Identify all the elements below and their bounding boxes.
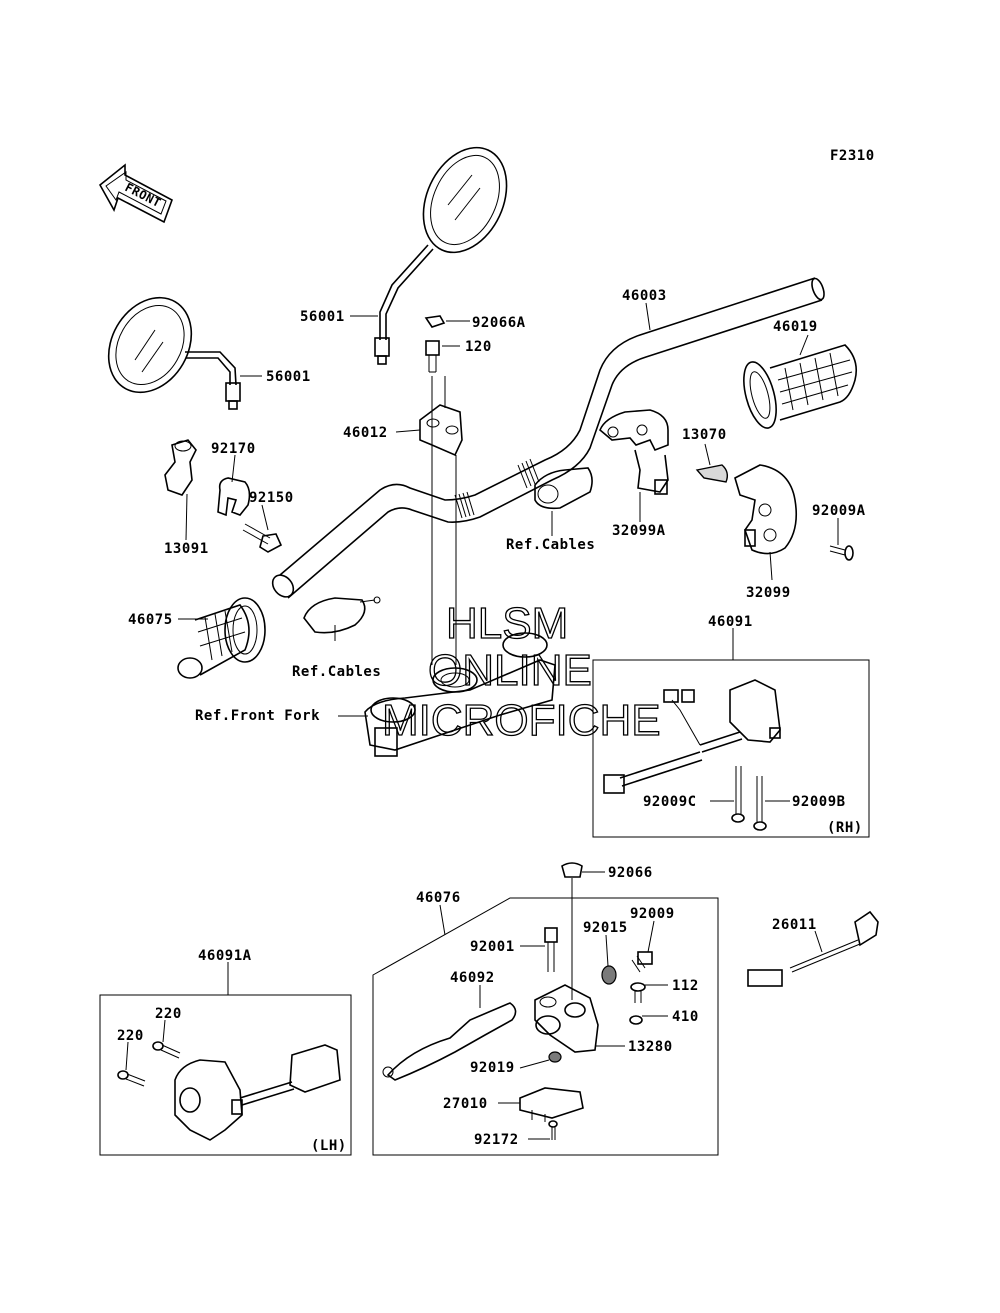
rh-switch-frame xyxy=(592,659,870,838)
callout-56001-upper: 56001 xyxy=(300,309,345,325)
bolt-92150 xyxy=(242,523,283,553)
callout-46091a: 46091A xyxy=(198,948,252,964)
switch-27010 xyxy=(519,1087,584,1122)
watermark: HLSM ONLINE MICROFICHE xyxy=(381,598,661,745)
assembly-guide-lines xyxy=(431,376,457,665)
callout-27010: 27010 xyxy=(443,1096,488,1112)
callout-220-upper: 220 xyxy=(155,1006,182,1022)
lever-assembly-frame xyxy=(372,897,719,1156)
callout-26011: 26011 xyxy=(772,917,817,933)
watermark-line1: HLSM xyxy=(446,599,568,648)
adjuster-92015 xyxy=(601,965,617,985)
callout-13070: 13070 xyxy=(682,427,727,443)
callout-46092: 46092 xyxy=(450,970,495,986)
mirror-right xyxy=(374,146,508,365)
figure-code: F2310 xyxy=(830,148,875,164)
callout-46075: 46075 xyxy=(128,612,173,628)
screw-92009b xyxy=(753,776,767,831)
callout-13091: 13091 xyxy=(164,541,209,557)
callout-92170: 92170 xyxy=(211,441,256,457)
callout-46012: 46012 xyxy=(343,425,388,441)
lever-bracket-13280 xyxy=(534,984,599,1053)
bolt-92001 xyxy=(544,927,558,972)
lh-switch-46091a xyxy=(174,1044,341,1141)
leader-lines xyxy=(125,302,839,1140)
callout-92009c: 92009C xyxy=(643,794,697,810)
callout-92001: 92001 xyxy=(470,939,515,955)
grip-left-46075 xyxy=(177,597,266,679)
mirror-left xyxy=(107,296,241,410)
rh-tag: (RH) xyxy=(827,820,863,836)
callout-labels: 56001 56001 92066A 120 46003 46019 46012… xyxy=(117,288,866,1148)
handlebar-46003 xyxy=(271,277,825,599)
front-arrow-icon: FRONT xyxy=(98,163,173,224)
callout-92066: 92066 xyxy=(608,865,653,881)
callout-46076: 46076 xyxy=(416,890,461,906)
callout-220-lower: 220 xyxy=(117,1028,144,1044)
callout-92009: 92009 xyxy=(630,906,675,922)
watermark-line3: MICROFICHE xyxy=(382,696,661,745)
clamp-92170 xyxy=(217,477,251,517)
cap-92066 xyxy=(561,862,583,878)
throttle-pulley-13070 xyxy=(695,464,729,483)
screw-92009c xyxy=(731,766,745,823)
ref-front-fork: Ref.Front Fork xyxy=(195,708,320,724)
callout-46003: 46003 xyxy=(622,288,667,304)
callout-46091: 46091 xyxy=(708,614,753,630)
callout-92009b: 92009B xyxy=(792,794,846,810)
callout-112: 112 xyxy=(672,978,699,994)
callout-32099a: 32099A xyxy=(612,523,666,539)
callout-32099: 32099 xyxy=(746,585,791,601)
screw-220-upper xyxy=(152,1041,181,1059)
ref-cables-top: Ref.Cables xyxy=(506,537,595,553)
callout-92172: 92172 xyxy=(474,1132,519,1148)
screw-92009a xyxy=(829,545,854,561)
nut-92019 xyxy=(548,1051,562,1063)
callout-92066a: 92066A xyxy=(472,315,526,331)
cable-end-top xyxy=(534,467,593,510)
callout-92150: 92150 xyxy=(249,490,294,506)
callout-120: 120 xyxy=(465,339,492,355)
lh-switch-frame xyxy=(99,994,352,1156)
ref-cables-left: Ref.Cables xyxy=(292,664,381,680)
triple-clamp xyxy=(364,632,556,757)
bolt-120 xyxy=(424,315,446,373)
reference-labels: Ref.Cables Ref.Cables Ref.Front Fork xyxy=(195,537,595,724)
screw-92172 xyxy=(548,1120,558,1140)
mirror-mount-13091 xyxy=(164,439,197,496)
screw-220-lower xyxy=(117,1070,146,1087)
callout-46019: 46019 xyxy=(773,319,818,335)
callout-92015: 92015 xyxy=(583,920,628,936)
callout-410: 410 xyxy=(672,1009,699,1025)
screw-112 xyxy=(630,982,646,1003)
grip-right-46019 xyxy=(743,344,858,429)
cable-end-left xyxy=(303,596,381,634)
lh-tag: (LH) xyxy=(311,1138,347,1154)
throttle-housing-lower-32099 xyxy=(734,464,798,555)
handlebar-clamp-46012 xyxy=(419,404,463,457)
rh-switch-46091 xyxy=(603,679,781,794)
throttle-housing-upper-32099a xyxy=(599,409,669,495)
callout-92019: 92019 xyxy=(470,1060,515,1076)
callout-92009a: 92009A xyxy=(812,503,866,519)
bolt-92009 xyxy=(631,951,653,973)
callout-56001-lower: 56001 xyxy=(266,369,311,385)
callout-13280: 13280 xyxy=(628,1039,673,1055)
washer-410 xyxy=(629,1015,643,1025)
harness-26011 xyxy=(747,910,879,987)
lever-46092 xyxy=(382,1002,517,1081)
